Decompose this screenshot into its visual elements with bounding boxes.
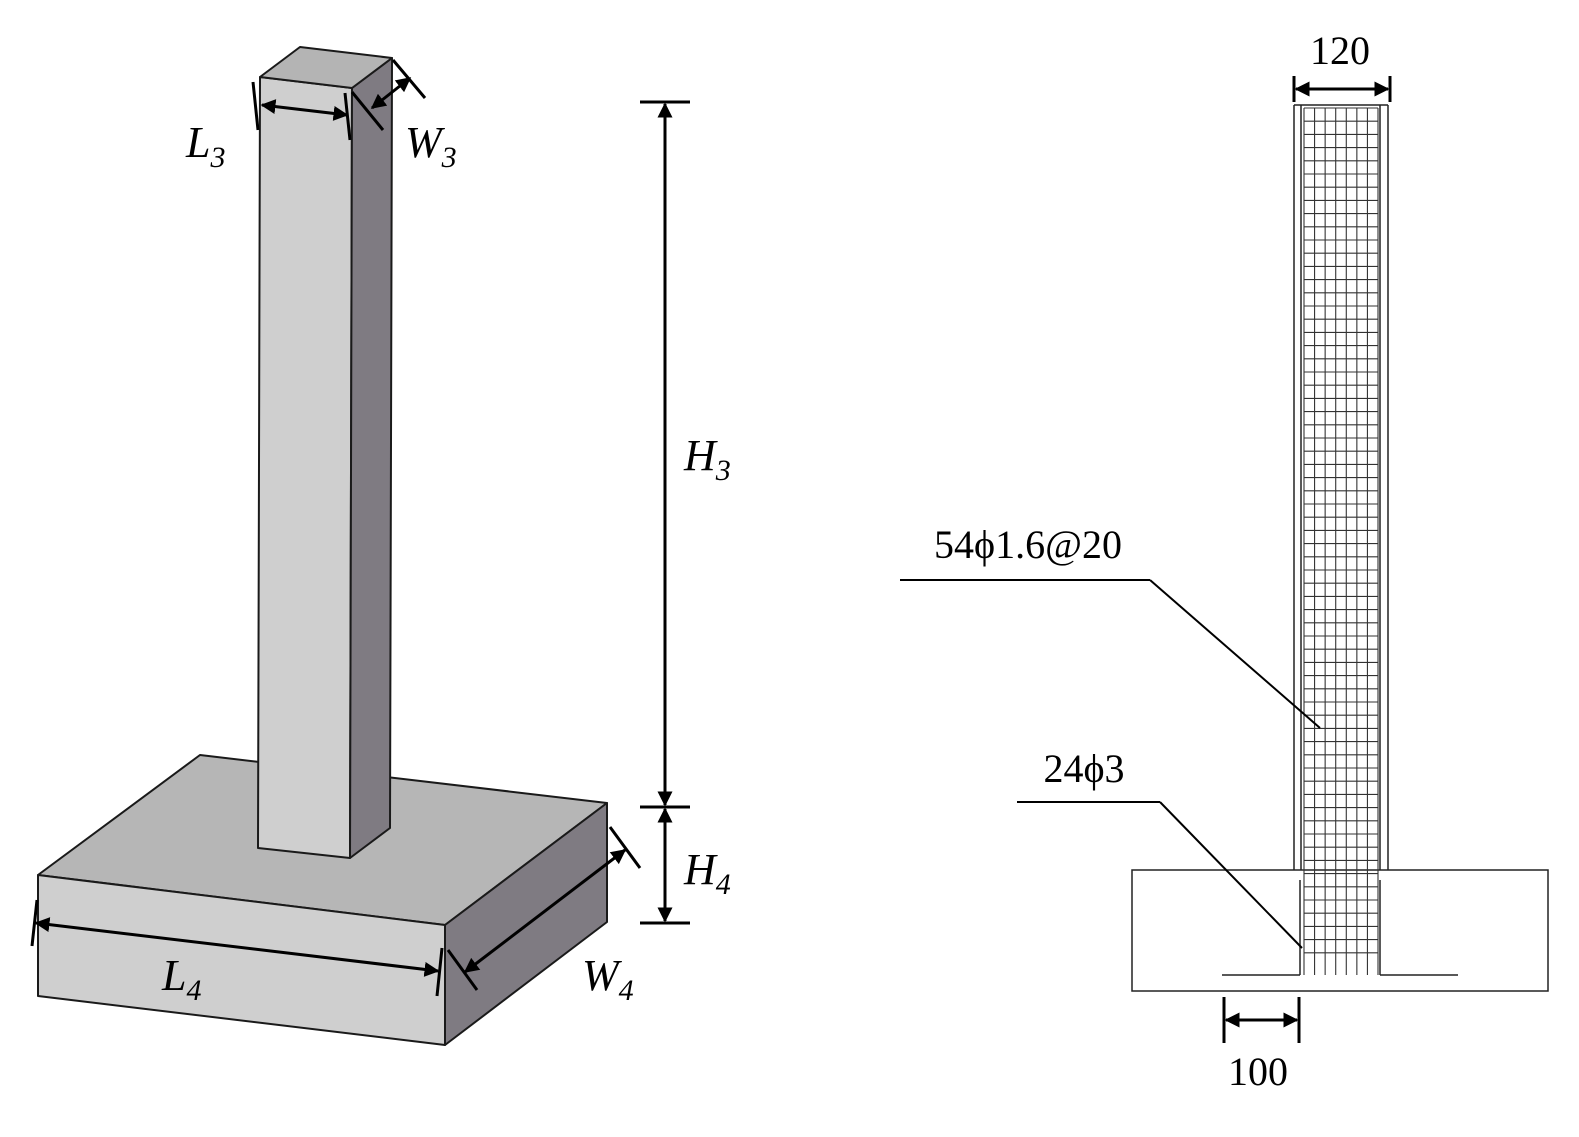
longitudinal-leader [1017,801,1303,949]
w3-label: W3 [405,118,457,174]
section-foundation-outline [1131,869,1549,992]
section-column-outline [1293,104,1389,870]
mesh-label: 54ϕ1.6@20 [934,522,1122,567]
l4-dimension [30,899,444,997]
h4-label: H4 [683,845,731,901]
l3-label: L3 [185,118,225,174]
l4-label: L4 [161,951,201,1007]
w4-label: W4 [582,951,634,1007]
column-top-face [259,46,393,89]
reinforcement-section: 120 54ϕ1.6@20 24ϕ3 100 [900,28,1549,1094]
column-prism [257,46,393,859]
column-3d-model: L3 W3 H3 H4 L4 W4 [30,46,731,1046]
width-120-label: 120 [1310,28,1370,73]
longitudinal-label: 24ϕ3 [1043,746,1124,791]
w3-dimension [350,59,427,131]
w4-dimension [446,826,642,991]
height-dimension [640,100,690,925]
anchorage-100-dimension [1222,997,1301,1043]
column-front-face [257,76,353,859]
width-120-dimension [1292,76,1392,102]
mesh-leader [900,579,1321,729]
rebar-anchorage [1222,880,1458,976]
h3-label: H3 [683,431,731,487]
rebar-mesh [1303,107,1379,975]
column-side-face [349,57,393,859]
anchorage-100-label: 100 [1228,1049,1288,1094]
l3-dimension [251,81,352,141]
